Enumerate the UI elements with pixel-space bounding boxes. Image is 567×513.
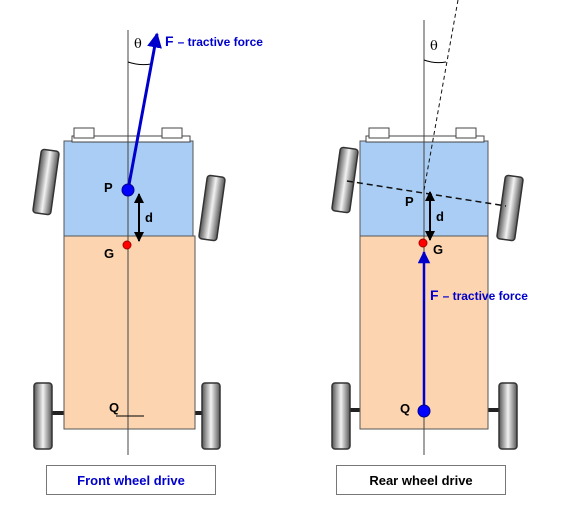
point-p-marker: [121, 183, 135, 197]
point-q-label: Q: [400, 401, 410, 416]
point-g-marker: [418, 238, 428, 248]
distance-label: d: [145, 210, 153, 225]
rear-wheel-drive-caption: Rear wheel drive: [336, 465, 506, 495]
front-left-wheel: [331, 146, 359, 214]
bumper-block-right: [161, 127, 183, 139]
front-left-wheel: [32, 148, 60, 216]
theta-arc: [423, 59, 447, 64]
bumper-block-left: [73, 127, 95, 139]
point-p-label: P: [405, 194, 414, 209]
force-label: F– tractive force: [165, 33, 263, 49]
theta-label: θ: [134, 37, 142, 52]
theta-label: θ: [430, 39, 438, 54]
tractive-force-arrow: [126, 32, 162, 191]
front-right-wheel: [198, 174, 226, 242]
force-label: F– tractive force: [430, 287, 528, 303]
bumper-block-left: [368, 127, 390, 139]
rear-left-wheel: [331, 382, 351, 450]
point-q-label: Q: [109, 400, 119, 415]
rear-right-wheel: [498, 382, 518, 450]
rear-wheel-drive-vehicle: θ d F– tractive force P G Q: [331, 0, 528, 455]
rear-body: [63, 235, 196, 430]
rear-right-wheel: [201, 382, 221, 450]
rear-left-wheel: [33, 382, 53, 450]
bumper-block-right: [455, 127, 477, 139]
front-wheel-drive-vehicle: θ F– tractive force d P G Q: [32, 30, 263, 455]
point-g-label: G: [104, 246, 114, 261]
front-wheel-drive-caption: Front wheel drive: [46, 465, 216, 495]
distance-label: d: [436, 209, 444, 224]
point-q-marker: [417, 404, 431, 418]
front-bumper: [71, 135, 191, 143]
point-g-marker: [122, 240, 132, 250]
front-right-wheel: [496, 174, 524, 242]
point-p-label: P: [104, 180, 113, 195]
point-g-label: G: [433, 242, 443, 257]
front-bumper: [365, 135, 485, 143]
theta-arc: [127, 61, 152, 66]
